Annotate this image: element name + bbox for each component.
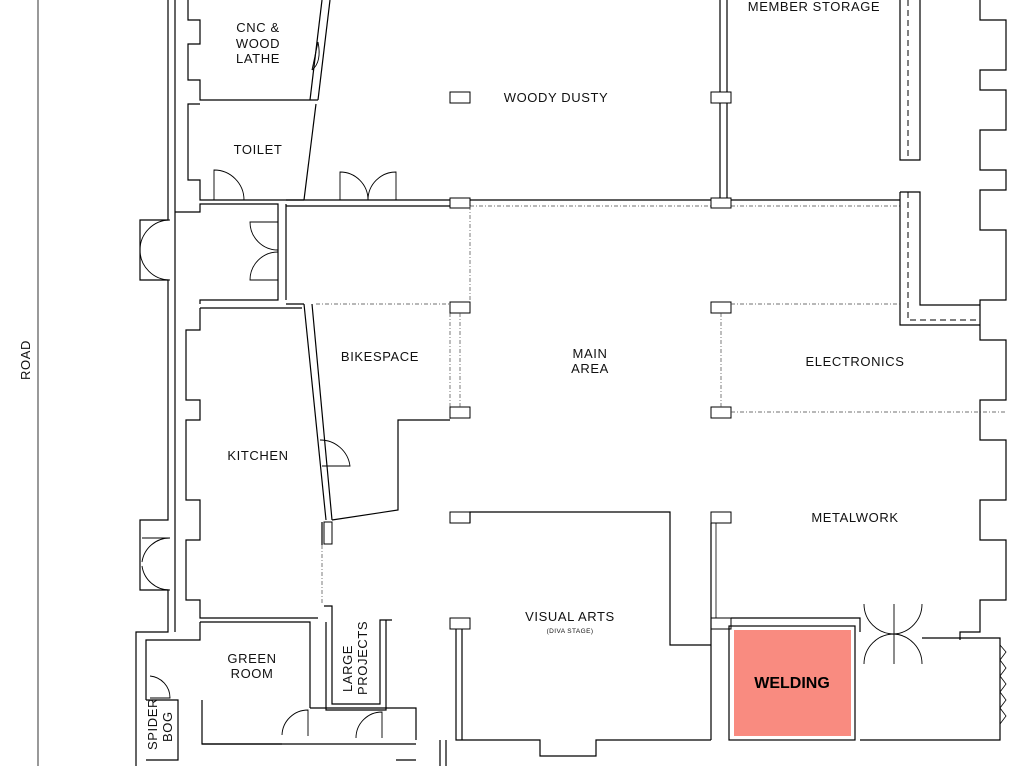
column [710,511,732,524]
metalwork-label: METALWORK [811,510,898,525]
room-woody-dusty[interactable]: WOODY DUSTY [449,0,732,209]
inner-door-bottom[interactable] [249,251,279,281]
green-room-label-line2: ROOM [231,666,274,681]
room-cnc-wood-lathe[interactable]: CNC & WOOD LATHE [187,0,331,101]
room-spider-bog[interactable]: SPIDER BOG [145,675,179,761]
central-corridor-wall [286,171,900,207]
west-outer-wall [135,0,176,766]
main-area-bounds [449,206,732,630]
west-entry-door-bottom[interactable] [139,249,171,281]
cnc-label-line2: WOOD [236,36,280,51]
spider-bog-label-line1: SPIDER [145,698,160,750]
column [710,406,732,419]
kitchen-door-bottom[interactable] [141,565,171,591]
room-kitchen[interactable]: KITCHEN [141,307,333,619]
electronics-label: ELECTRONICS [805,354,904,369]
cnc-door[interactable] [311,41,320,71]
kitchen-label: KITCHEN [227,448,288,463]
south-corridor [202,707,447,766]
spider-bog-label-line2: BOG [160,711,175,742]
inner-door-top[interactable] [249,221,279,251]
east-door-top-left[interactable] [863,603,895,635]
main-area-label-line2: AREA [571,361,609,376]
column [449,197,471,209]
bikespace-door[interactable] [319,439,351,467]
toilet-label: TOILET [234,142,283,157]
east-extension [860,637,1007,741]
east-door-bottom-right[interactable] [893,633,923,665]
east-outer-wall [959,0,1007,640]
member-storage-label: MEMBER STORAGE [748,0,880,14]
column [323,521,333,545]
cnc-label-line1: CNC & [236,20,279,35]
visual-arts-label: VISUAL ARTS [525,609,615,624]
visual-arts-sublabel: (DIVA STAGE) [547,628,594,635]
road-label: ROAD [18,340,33,380]
woody-door-right[interactable] [367,171,397,201]
room-toilet[interactable]: TOILET [187,103,317,201]
room-electronics[interactable]: ELECTRONICS [731,303,1006,413]
cnc-label-line3: LATHE [236,51,280,66]
room-member-storage[interactable]: MEMBER STORAGE [748,0,980,326]
green-room-door[interactable] [281,709,309,736]
large-projects-label-line2: PROJECTS [355,621,370,695]
room-large-projects[interactable]: LARGE PROJECTS [324,605,392,711]
spider-bog-door[interactable] [149,675,171,699]
room-bikespace[interactable]: BIKESPACE [286,303,451,521]
metalwork-east-doors [863,603,923,665]
column [710,91,732,104]
column [449,511,471,524]
main-area-label-line1: MAIN [573,346,608,361]
room-welding[interactable]: WELDING [728,625,856,741]
woody-door-left[interactable] [339,171,369,201]
room-metalwork[interactable]: METALWORK [710,510,899,740]
welding-label: WELDING [754,675,830,692]
east-door-bottom-left[interactable] [863,633,895,665]
room-main-area[interactable]: MAIN AREA [571,346,609,376]
column [449,406,471,419]
west-entry [139,203,287,304]
welding-highlight [734,630,851,736]
column [449,91,471,104]
column [710,197,732,209]
kitchen-door-top[interactable] [141,537,171,563]
woody-dusty-label: WOODY DUSTY [504,90,609,105]
east-door-top-right[interactable] [893,603,923,635]
south-door[interactable] [355,711,383,739]
column [449,301,471,314]
room-visual-arts[interactable]: VISUAL ARTS (DIVA STAGE) [455,511,711,757]
green-room-label-line1: GREEN [227,651,276,666]
column [710,617,732,630]
west-entry-door-top[interactable] [139,219,171,251]
toilet-door[interactable] [213,169,245,201]
bikespace-label: BIKESPACE [341,349,419,364]
large-projects-label-line1: LARGE [340,645,355,692]
column [449,617,471,630]
column [710,301,732,314]
